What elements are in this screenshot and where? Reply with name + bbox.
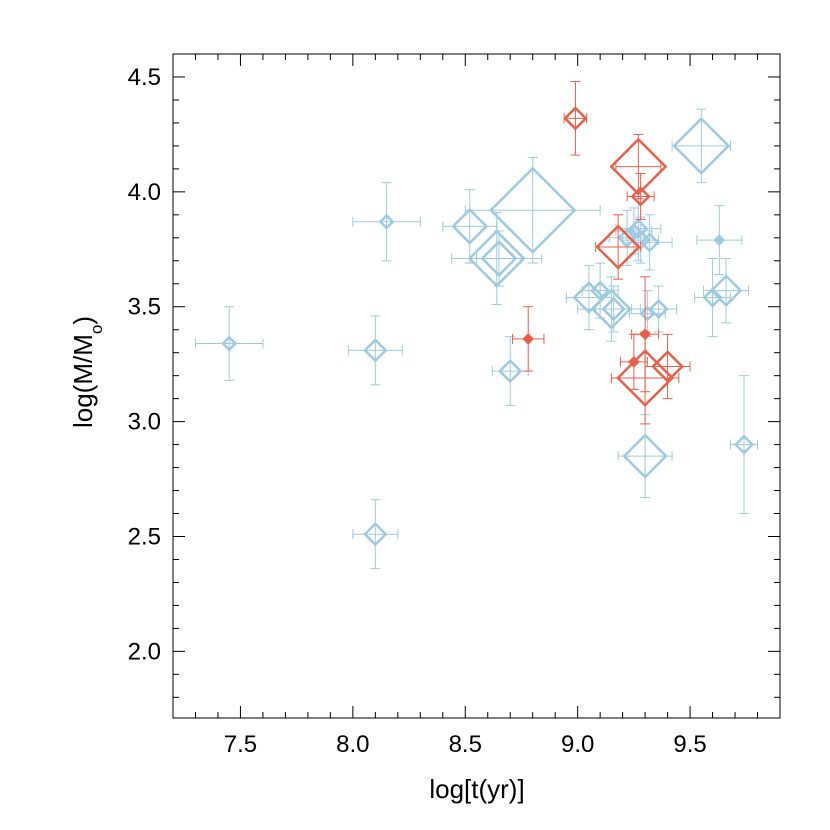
diamond-marker: [378, 213, 395, 230]
diamond-marker: [639, 232, 660, 253]
data-point: [640, 285, 678, 333]
data-point: [511, 306, 545, 372]
data-point: [352, 499, 399, 570]
diamond-marker: [601, 296, 626, 322]
diamond-marker: [590, 280, 611, 301]
diamond-marker: [733, 434, 755, 455]
diamond-marker: [609, 137, 668, 196]
diamond-marker: [672, 116, 731, 175]
data-point: [595, 285, 633, 333]
y-tick-label: 3.5: [128, 294, 161, 321]
diamond-marker: [702, 287, 723, 308]
x-tick-label: 9.5: [673, 731, 706, 758]
plot-frame: [172, 53, 781, 719]
diamond-marker: [630, 186, 651, 207]
diamond-marker: [651, 350, 684, 383]
data-point: [617, 414, 673, 498]
data-point: [703, 257, 750, 324]
data-point: [347, 315, 403, 386]
diamond-marker: [709, 274, 743, 308]
y-axis-label-subscript: o: [87, 325, 106, 334]
data-point: [491, 336, 529, 407]
y-axis-label-close: ): [68, 316, 98, 325]
y-tick-label: 2.5: [128, 523, 161, 550]
diamond-marker: [616, 348, 675, 407]
y-tick-label: 2.0: [128, 638, 161, 665]
data-point: [644, 333, 691, 400]
data-point: [626, 172, 655, 220]
diamond-marker: [498, 358, 523, 384]
diamond-marker: [522, 333, 535, 345]
data-point: [730, 375, 759, 515]
x-tick-label: 7.5: [224, 731, 257, 758]
diamond-marker: [451, 207, 489, 245]
diamond-marker: [221, 335, 238, 352]
y-tick-label: 4.5: [128, 64, 161, 91]
x-tick-label: 9.0: [561, 731, 594, 758]
data-point: [595, 214, 642, 280]
axes-layer: 7.5 8.0 8.5 9.0 9.5 2.0 2.5 3.0 3.5 4.0 4.5: [128, 53, 781, 758]
diamond-marker: [713, 234, 726, 246]
x-axis-label: log[t(yr)]: [429, 774, 524, 804]
data-point: [622, 216, 660, 264]
data-point: [610, 331, 680, 425]
data-point: [671, 108, 732, 184]
y-axis-label: log(M/Mo): [68, 316, 106, 428]
y-axis-label-main: log(M/M: [68, 334, 98, 428]
diamond-marker: [563, 106, 588, 131]
y-tick-label: 4.0: [128, 179, 161, 206]
diamond-marker: [363, 522, 388, 547]
data-point: [628, 290, 666, 338]
diamond-marker: [480, 240, 518, 277]
data-point: [476, 230, 522, 287]
x-tick-label: 8.5: [449, 731, 482, 758]
x-tick-label: 8.0: [336, 731, 369, 758]
data-point: [615, 195, 662, 262]
diamond-marker: [628, 218, 649, 239]
data-point: [696, 205, 743, 276]
diamond-marker: [595, 224, 641, 270]
diamond-marker: [590, 288, 632, 330]
y-tick-label: 3.0: [128, 409, 161, 436]
data-point: [194, 306, 264, 381]
diamond-marker: [489, 166, 577, 254]
data-point: [352, 182, 421, 262]
data-point: [694, 257, 732, 338]
diamond-marker: [622, 433, 668, 479]
data-point: [464, 156, 601, 264]
diamond-marker: [363, 338, 388, 363]
diamond-marker: [648, 298, 669, 320]
diamond-marker: [572, 281, 606, 314]
data-point: [563, 81, 588, 156]
points-layer: [194, 81, 759, 570]
data-point: [609, 133, 668, 200]
